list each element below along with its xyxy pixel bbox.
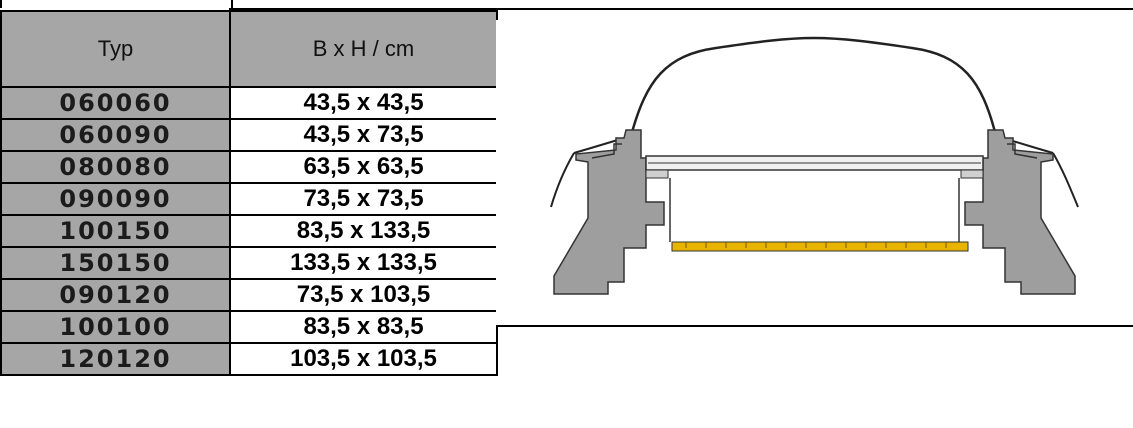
- typ-cell: 120120: [0, 342, 231, 376]
- size-cell: 73,5 x 103,5: [229, 278, 498, 312]
- table-header-row: Typ B x H / cm: [0, 10, 498, 88]
- size-cell: 63,5 x 63,5: [229, 150, 498, 184]
- size-cell: 83,5 x 83,5: [229, 310, 498, 344]
- size-cell: 43,5 x 73,5: [229, 118, 498, 152]
- typ-cell: 060060: [0, 86, 231, 120]
- cut-off-header-cell: [0, 0, 233, 8]
- size-cell: 83,5 x 133,5: [229, 214, 498, 248]
- typ-cell: 080080: [0, 150, 231, 184]
- cut-off-header-strip: [0, 0, 1133, 12]
- typ-cell: 090120: [0, 278, 231, 312]
- size-cell: 43,5 x 43,5: [229, 86, 498, 120]
- cut-off-header-border: [229, 8, 1133, 10]
- size-cell: 133,5 x 133,5: [229, 246, 498, 280]
- column-header-size: B x H / cm: [229, 10, 498, 88]
- typ-cell: 090090: [0, 182, 231, 216]
- size-cell: 73,5 x 73,5: [229, 182, 498, 216]
- skylight-cross-section-diagram: [496, 20, 1133, 327]
- typ-cell: 150150: [0, 246, 231, 280]
- cross-section-drawing: [550, 36, 1079, 295]
- typ-cell: 060090: [0, 118, 231, 152]
- size-cell: 103,5 x 103,5: [229, 342, 498, 376]
- typ-cell: 100100: [0, 310, 231, 344]
- typ-cell: 100150: [0, 214, 231, 248]
- column-header-typ: Typ: [0, 10, 231, 88]
